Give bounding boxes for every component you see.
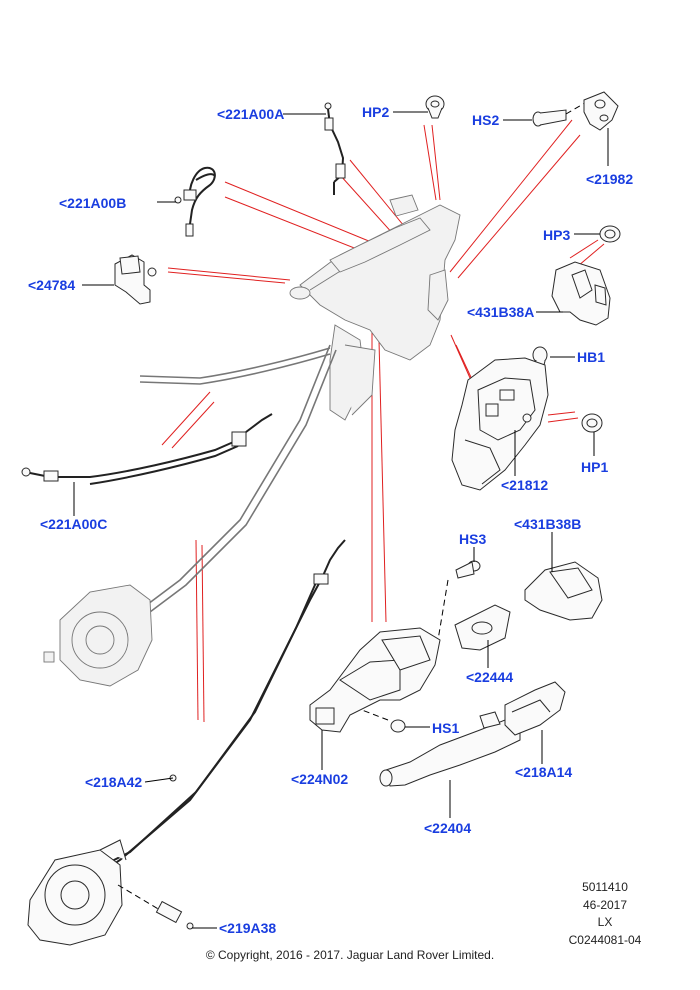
striker-21982 <box>583 91 619 166</box>
plug-HP2 <box>425 95 445 119</box>
latch-21812 <box>451 357 549 491</box>
copyright-notice: © Copyright, 2016 - 2017. Jaguar Land Ro… <box>205 948 495 962</box>
reference-line-3: LX <box>597 915 613 929</box>
callout-HS2[interactable]: HS2 <box>472 112 500 128</box>
callout-HP3[interactable]: HP3 <box>543 227 571 243</box>
callout-HP1[interactable]: HP1 <box>581 459 609 475</box>
handle-22404 <box>379 711 521 787</box>
callout-219A38[interactable]: <219A38 <box>219 920 277 936</box>
callout-431B38B[interactable]: <431B38B <box>514 516 582 532</box>
cable-221A00A <box>324 102 346 195</box>
callout-221A00B[interactable]: <221A00B <box>59 195 127 211</box>
callout-HP2[interactable]: HP2 <box>362 104 390 120</box>
cable-221A00B <box>174 166 216 237</box>
screw-HS1 <box>361 709 406 733</box>
cover-431B38B <box>524 561 603 621</box>
screw-HS3 <box>437 560 481 641</box>
plug-HP3 <box>599 225 621 243</box>
callout-21812[interactable]: <21812 <box>501 477 549 493</box>
actuator-motor <box>27 839 194 946</box>
callout-HB1[interactable]: HB1 <box>577 349 606 365</box>
callout-218A14[interactable]: <218A14 <box>515 764 573 780</box>
background-cable-actuator <box>43 344 337 687</box>
reference-block: 5011410 46-2017 LX C0244081-04 <box>550 879 660 949</box>
cable-221A00C <box>21 413 273 485</box>
gasket-22444 <box>454 604 511 651</box>
callout-224N02[interactable]: <224N02 <box>291 771 349 787</box>
reference-line-1: 5011410 <box>582 880 628 894</box>
plug-HP1 <box>581 413 603 433</box>
carrier-224N02 <box>309 627 441 733</box>
reference-line-4: C0244081-04 <box>568 932 642 947</box>
callout-HS1[interactable]: HS1 <box>432 720 460 736</box>
callout-HS3[interactable]: HS3 <box>459 531 487 547</box>
cover-431B38A <box>551 261 611 326</box>
reference-line-2: 46-2017 <box>582 897 628 912</box>
callout-22404[interactable]: <22404 <box>424 820 472 836</box>
callout-21982[interactable]: <21982 <box>586 171 634 187</box>
leader-lines <box>73 111 600 929</box>
callout-221A00C[interactable]: <221A00C <box>40 516 108 532</box>
handle-housing-assembly <box>289 194 461 421</box>
screw-HS2 <box>532 99 591 127</box>
cable-218A42 <box>104 539 346 871</box>
cap-218A14 <box>504 681 566 736</box>
callout-221A00A[interactable]: <221A00A <box>217 106 285 122</box>
callout-218A42[interactable]: <218A42 <box>85 774 143 790</box>
callout-431B38A[interactable]: <431B38A <box>467 304 535 320</box>
callout-24784[interactable]: <24784 <box>28 277 76 293</box>
bracket-24784 <box>114 254 157 305</box>
callout-22444[interactable]: <22444 <box>466 669 514 685</box>
